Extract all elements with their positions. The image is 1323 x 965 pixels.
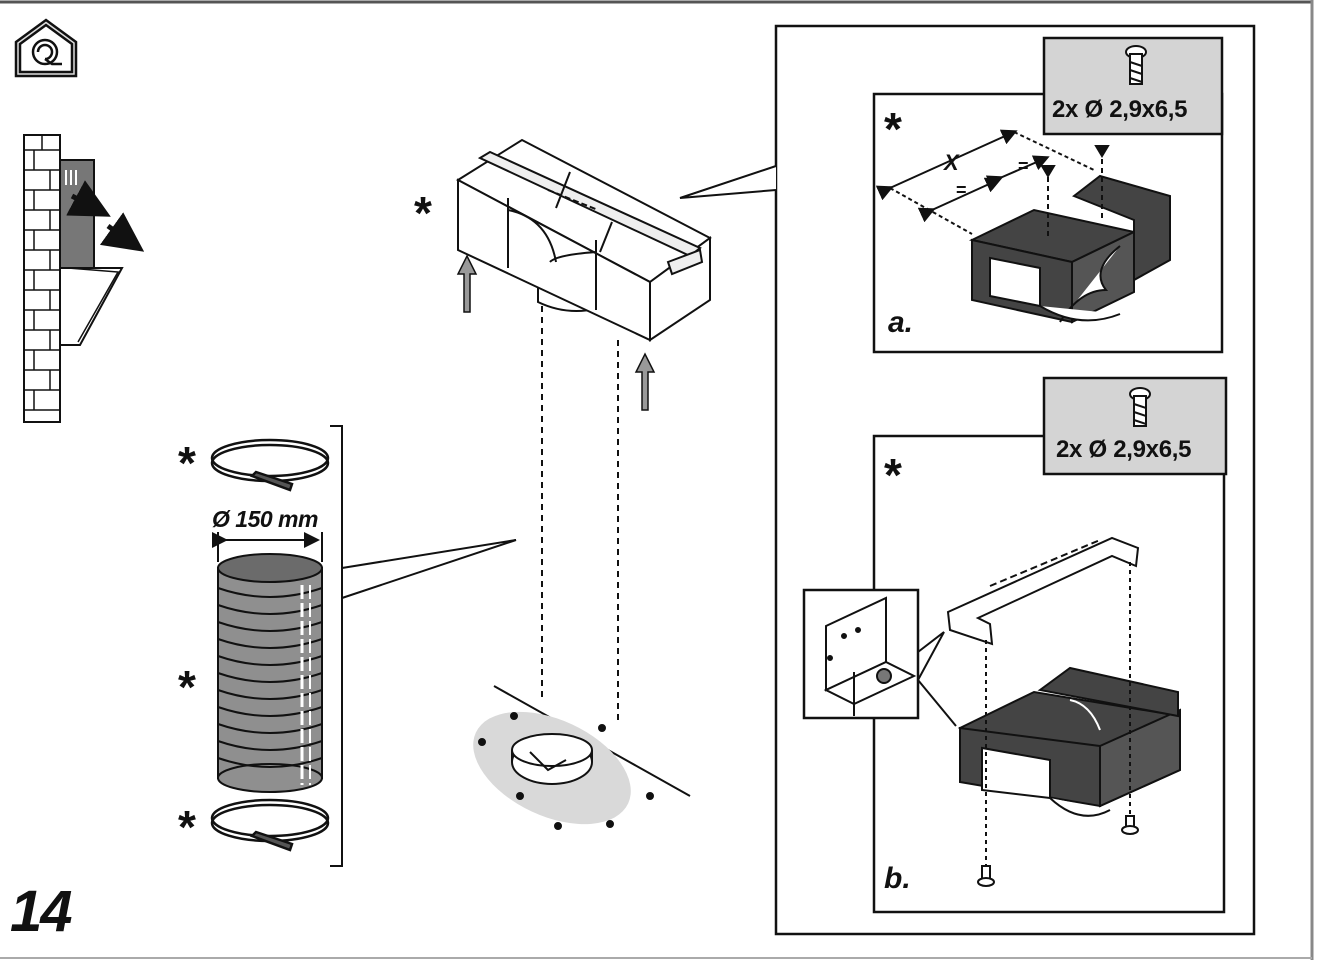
optional-asterisk: * [178,661,196,713]
optional-asterisk: * [884,103,902,155]
house-recirculation-icon [14,18,78,78]
page-number: 14 [10,879,72,944]
duct-callout [330,425,517,867]
detail-a-label: a. [888,306,914,339]
hose-clamp-bottom [210,798,330,852]
ceiling-outlet [473,685,691,830]
dimension-x-label: X [944,150,959,175]
optional-asterisk: * [178,801,196,853]
wall-hood-icon [23,134,145,423]
equal-sign: = [1018,156,1029,176]
optional-asterisk: * [884,449,902,501]
bracket-zoom-drawing [823,596,917,716]
optional-asterisk: * [414,187,432,239]
screw-icon [1129,387,1151,427]
optional-asterisk: * [178,437,196,489]
hose-clamp-top [210,438,330,492]
screw-spec-a: 2x Ø 2,9x6,5 [1052,96,1188,123]
detail-callout [679,165,777,199]
diameter-dimension [212,532,323,562]
equal-sign: = [956,180,967,200]
detail-a-drawing [875,129,1171,324]
center-duct-connector [456,138,712,342]
detail-b-label: b. [884,862,911,895]
screw-icon [1125,45,1147,85]
detail-panel [774,24,1256,936]
detail-b-box [872,434,1226,914]
detail-b-drawing [946,536,1181,887]
up-arrow-icon [634,352,656,411]
up-arrow-icon [456,254,478,313]
screw-spec-b: 2x Ø 2,9x6,5 [1056,436,1192,463]
diameter-label: Ø 150 mm [212,506,318,532]
flexible-duct [217,553,323,793]
